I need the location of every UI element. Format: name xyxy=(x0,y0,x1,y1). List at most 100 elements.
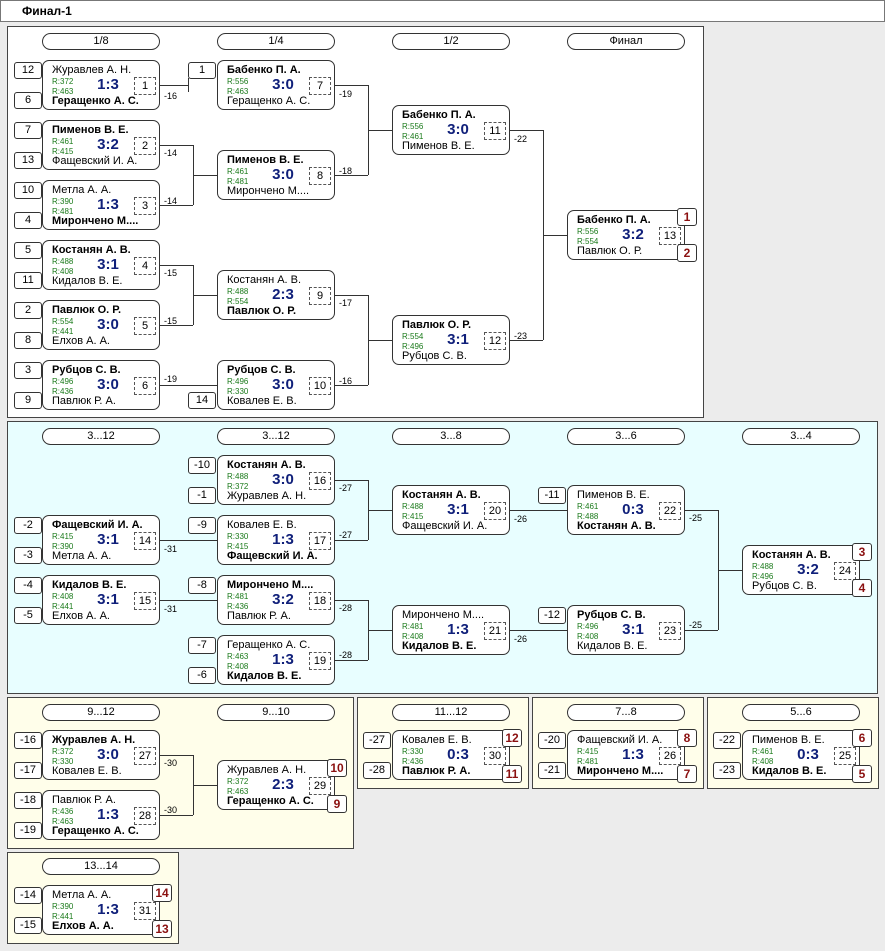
match-number: 22 xyxy=(659,502,681,520)
match-score: 1:3 xyxy=(447,621,469,638)
seed-box: -7 xyxy=(188,637,216,654)
match-score: 1:3 xyxy=(97,196,119,213)
player-top-rating: R:554 xyxy=(402,332,424,341)
connector-line xyxy=(368,130,392,131)
seed-box: 4 xyxy=(14,212,42,229)
seed-box: 13 xyxy=(14,152,42,169)
player-bottom-rating: R:463 xyxy=(52,817,74,826)
match-score: 3:0 xyxy=(272,376,294,393)
player-top-name: Костанян А. В. xyxy=(227,459,306,471)
round-header: 7...8 xyxy=(567,704,685,721)
connector-line xyxy=(335,295,368,296)
match-score: 3:1 xyxy=(97,591,119,608)
match-score: 2:3 xyxy=(272,286,294,303)
player-top-name: Костанян А. В. xyxy=(52,244,131,256)
player-bottom-rating: R:408 xyxy=(52,267,74,276)
player-bottom-rating: R:436 xyxy=(227,602,249,611)
seed-box: 8 xyxy=(14,332,42,349)
match-number: 9 xyxy=(309,287,331,305)
match-score: 3:0 xyxy=(97,376,119,393)
match-number: 29 xyxy=(309,777,331,795)
match-score: 3:1 xyxy=(447,501,469,518)
seed-box: 1 xyxy=(188,62,216,79)
connector-line xyxy=(160,755,193,756)
match-score: 1:3 xyxy=(97,806,119,823)
connector-line xyxy=(510,130,543,131)
player-top-rating: R:496 xyxy=(227,377,249,386)
match-number: 5 xyxy=(134,317,156,335)
player-top-rating: R:556 xyxy=(402,122,424,131)
player-bottom-rating: R:330 xyxy=(52,757,74,766)
match-score: 3:0 xyxy=(97,316,119,333)
player-top-rating: R:330 xyxy=(227,532,249,541)
match-score: 3:0 xyxy=(272,76,294,93)
match-score: 1:3 xyxy=(97,76,119,93)
player-top-name: Костанян А. В. xyxy=(227,274,302,286)
player-top-name: Бабенко П. А. xyxy=(402,109,476,121)
seed-box: -22 xyxy=(713,732,741,749)
player-bottom-rating: R:463 xyxy=(227,87,249,96)
player-bottom-name: Ковалев Е. В. xyxy=(227,395,297,407)
player-bottom-rating: R:408 xyxy=(227,662,249,671)
loser-destination-label: -26 xyxy=(514,634,528,644)
player-bottom-name: Мирончено М.... xyxy=(227,185,310,197)
round-header: 3...4 xyxy=(742,428,860,445)
player-top-rating: R:488 xyxy=(52,257,74,266)
player-top-rating: R:390 xyxy=(52,902,74,911)
match-score: 1:3 xyxy=(622,746,644,763)
player-bottom-name: Фащевский И. А. xyxy=(52,155,138,167)
match-score: 2:3 xyxy=(272,776,294,793)
player-bottom-name: Геращенко А. С. xyxy=(227,795,314,807)
connector-line xyxy=(335,660,368,661)
match-number: 1 xyxy=(134,77,156,95)
player-top-rating: R:408 xyxy=(52,592,74,601)
connector-line xyxy=(510,340,543,341)
place-badge: 13 xyxy=(152,920,172,938)
player-bottom-rating: R:441 xyxy=(52,602,74,611)
connector-line xyxy=(335,540,368,541)
match-number: 4 xyxy=(134,257,156,275)
player-top-name: Костанян А. В. xyxy=(752,549,831,561)
player-top-name: Пименов В. Е. xyxy=(52,124,129,136)
player-top-name: Метла А. А. xyxy=(52,889,112,901)
round-header: Финал xyxy=(567,33,685,50)
seed-box: -11 xyxy=(538,487,566,504)
player-bottom-name: Павлюк Р. А. xyxy=(52,395,116,407)
player-bottom-name: Кидалов В. Е. xyxy=(752,765,827,777)
connector-line xyxy=(193,785,217,786)
round-header: 13...14 xyxy=(42,858,160,875)
player-top-rating: R:330 xyxy=(402,747,424,756)
connector-line xyxy=(510,510,567,511)
